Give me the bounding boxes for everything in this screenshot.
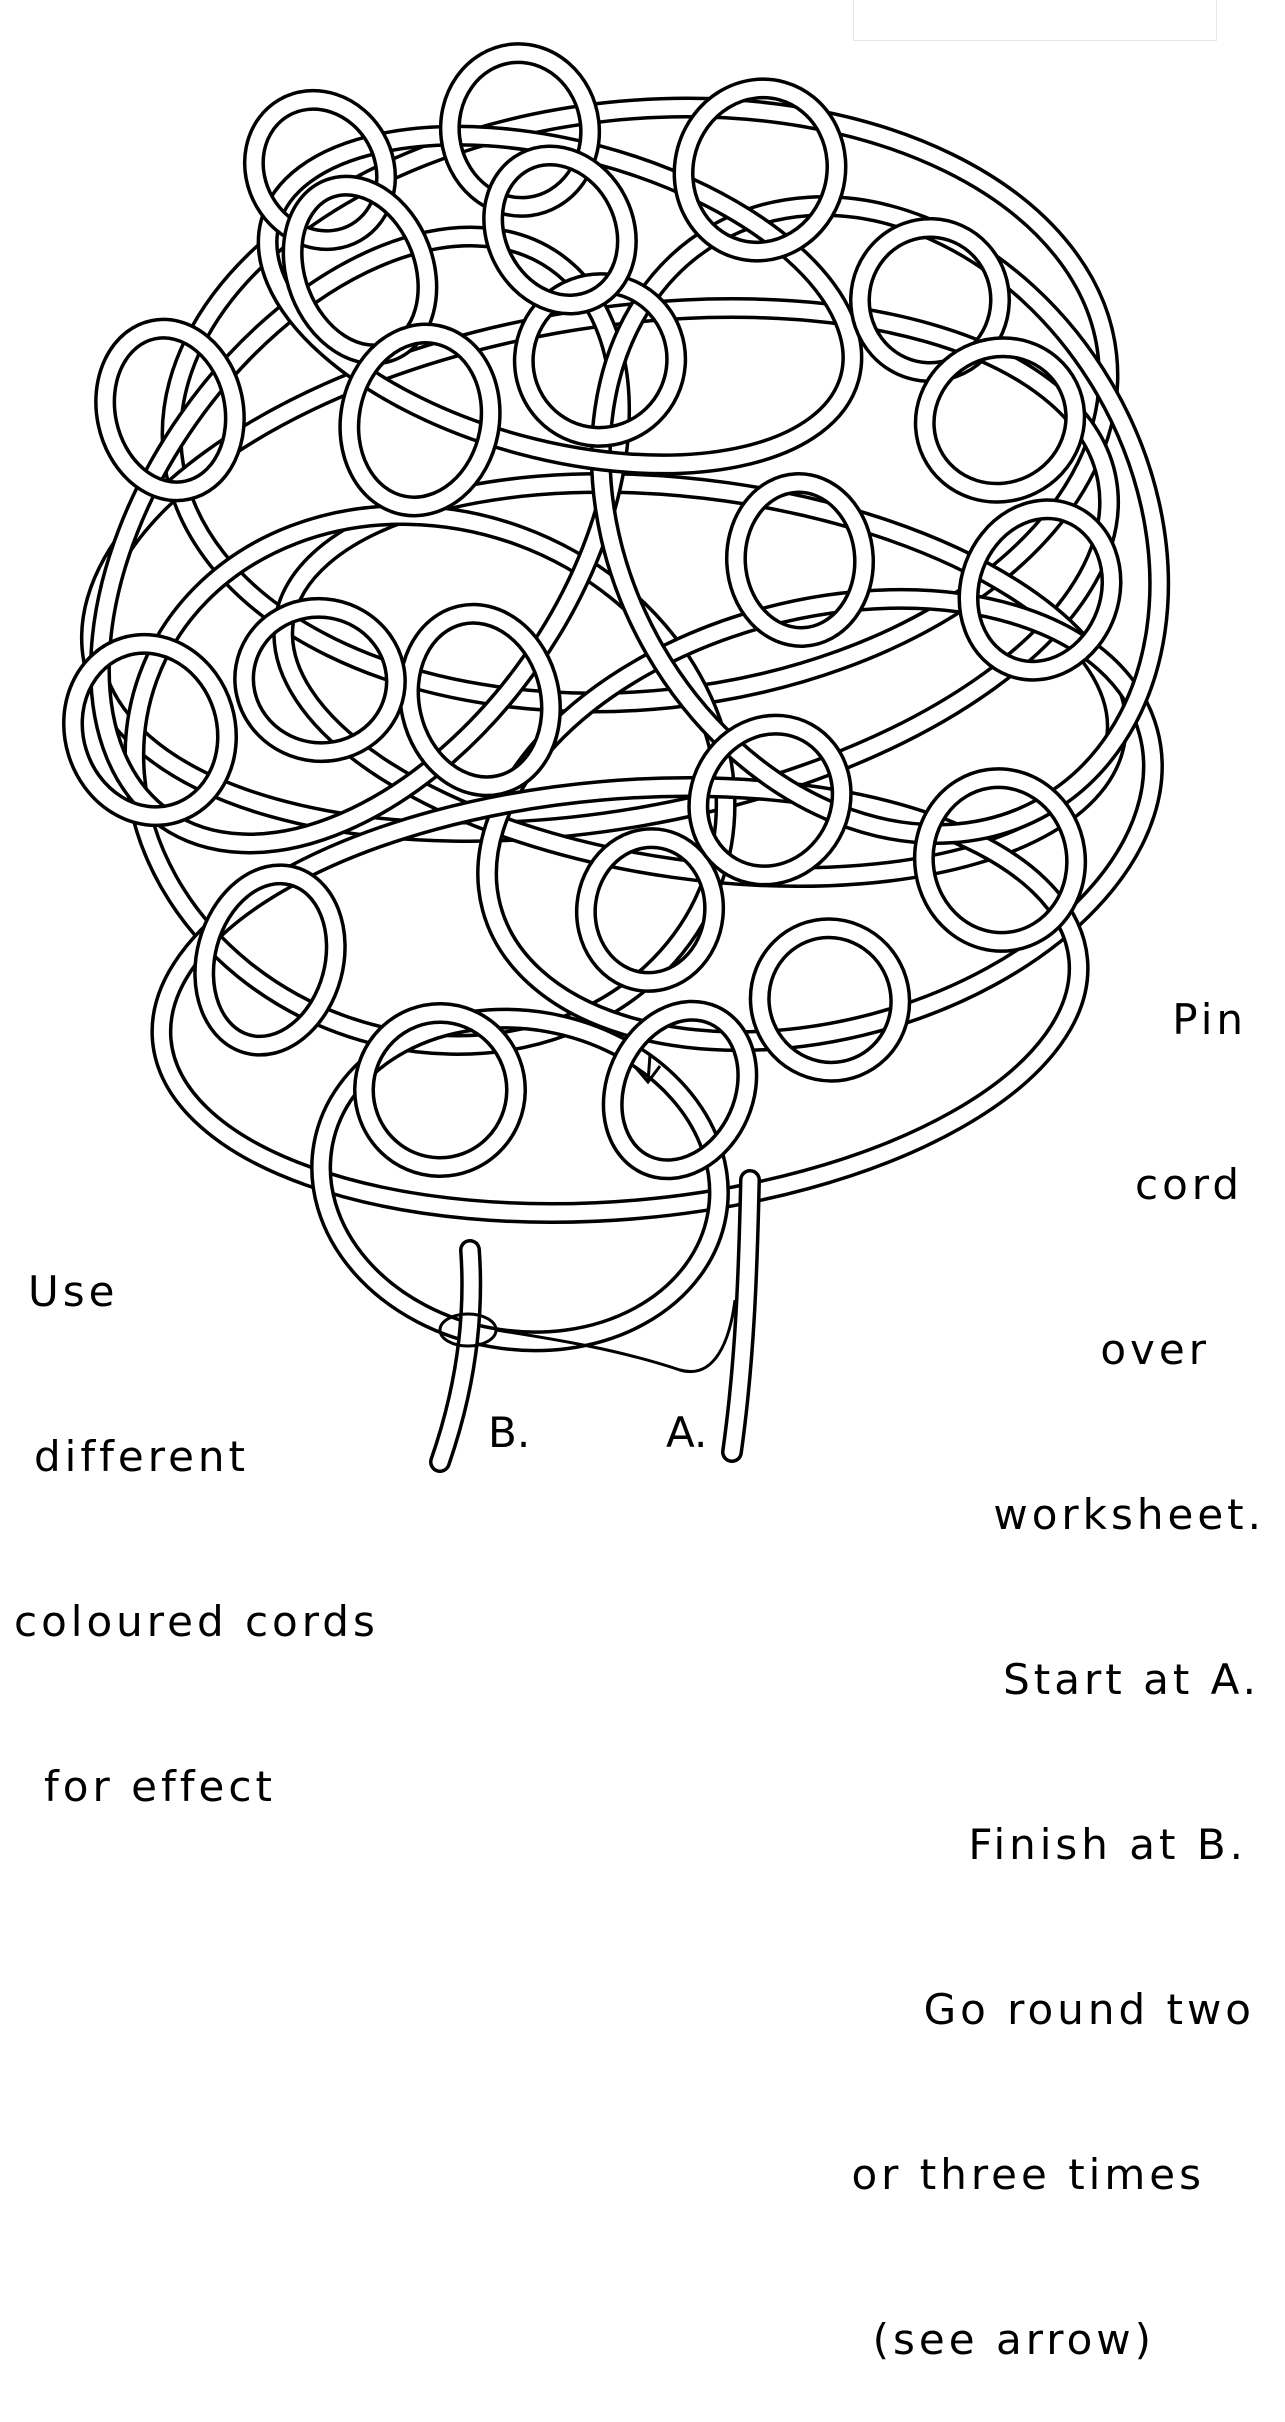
cord-small-loop — [233, 596, 408, 764]
instruction-line: Use — [14, 1264, 404, 1319]
instruction-line: over — [805, 1322, 1265, 1377]
instruction-line: different — [14, 1429, 404, 1484]
instruction-line: for effect — [14, 1759, 404, 1814]
instruction-line: Go round two — [805, 1982, 1265, 2037]
end-label-a: A. — [666, 1408, 707, 1457]
instructions-left: Use different coloured cords for effect — [14, 1154, 404, 1869]
instruction-line: Finish at B. — [805, 1817, 1265, 1872]
instruction-line: cord — [805, 1157, 1265, 1212]
instructions-right: Pin cord over worksheet. Start at A. Fin… — [805, 882, 1265, 2422]
instruction-line: Pin — [805, 992, 1265, 1047]
instruction-line: (see arrow) — [805, 2312, 1265, 2367]
cord-end-a — [732, 1180, 750, 1452]
instruction-line: or three times — [805, 2147, 1265, 2202]
end-label-b: B. — [488, 1408, 530, 1457]
instruction-line: worksheet. — [805, 1487, 1265, 1542]
cord-end-b — [440, 1250, 471, 1462]
instruction-line: coloured cords — [14, 1594, 404, 1649]
instruction-line: Start at A. — [805, 1652, 1265, 1707]
